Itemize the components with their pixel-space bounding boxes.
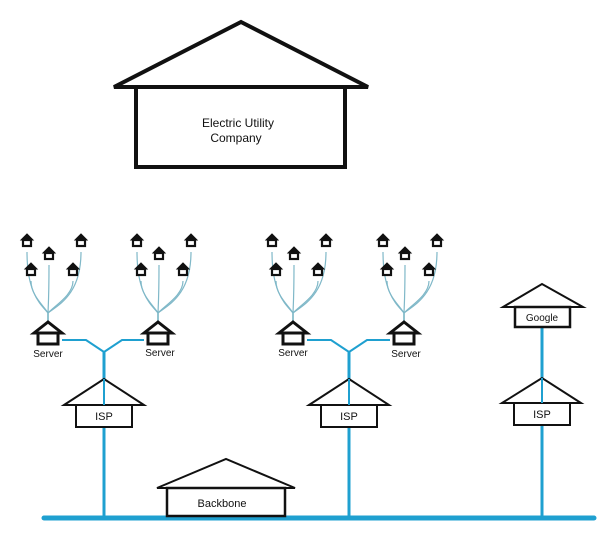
- home-wire: [26, 251, 49, 323]
- server-label: Server: [145, 348, 175, 359]
- google-body: [513, 305, 572, 329]
- backbone-label: Backbone: [198, 498, 247, 510]
- home-icon-body: [312, 267, 324, 277]
- home-icon-2: [151, 246, 167, 261]
- home-icon-body: [75, 238, 87, 248]
- home-icon-5: [310, 262, 326, 277]
- home-icon-1: [264, 233, 280, 248]
- google-building: Google: [499, 282, 587, 329]
- server-body: [392, 331, 416, 346]
- home-icon-body: [377, 238, 389, 248]
- home-wire: [30, 280, 49, 323]
- home-icon-body: [399, 251, 411, 261]
- server-link-right: [348, 339, 390, 353]
- home-wire: [157, 251, 192, 323]
- home-icon-3: [318, 233, 334, 248]
- home-icon-body: [431, 238, 443, 248]
- electric-utility-building: Electric Utility Company: [113, 19, 369, 169]
- home-wire: [403, 280, 430, 323]
- home-icon-1: [19, 233, 35, 248]
- backbone-building: Backbone: [156, 457, 296, 518]
- home-wire: [47, 280, 74, 323]
- home-icon-4: [379, 262, 395, 277]
- server-roof: [274, 320, 312, 335]
- isp-building-1: ISP: [60, 377, 148, 428]
- home-icon-2: [397, 246, 413, 261]
- home-icon-body: [67, 267, 79, 277]
- home-icon-body: [25, 267, 37, 277]
- home-icon-1: [375, 233, 391, 248]
- home-icon-body: [21, 238, 33, 248]
- home-icon-2: [41, 246, 57, 261]
- server-roof: [385, 320, 423, 335]
- server-1-2: Server: [129, 233, 199, 359]
- home-icon-4: [133, 262, 149, 277]
- server-label: Server: [278, 348, 308, 359]
- google-label: Google: [526, 313, 559, 324]
- isp-label: ISP: [95, 411, 113, 423]
- google-roof: [499, 282, 587, 308]
- isp-3-label: ISP: [533, 409, 551, 421]
- server-link-left: [62, 339, 105, 353]
- utility-label-line2: Company: [210, 131, 261, 145]
- home-icon-body: [177, 267, 189, 277]
- home-icon-body: [381, 267, 393, 277]
- home-icon-4: [268, 262, 284, 277]
- server-roof: [139, 320, 177, 335]
- isp-label: ISP: [340, 411, 358, 423]
- home-icon-body: [288, 251, 300, 261]
- home-icon-body: [153, 251, 165, 261]
- home-wire: [382, 251, 405, 323]
- server-2-1: Server: [264, 233, 334, 359]
- server-body: [146, 331, 170, 346]
- home-wire: [275, 280, 294, 323]
- home-icon-4: [23, 262, 39, 277]
- server-body: [281, 331, 305, 346]
- server-1-1: Server: [19, 233, 89, 360]
- home-icon-3: [183, 233, 199, 248]
- home-icon-5: [175, 262, 191, 277]
- home-wire: [136, 251, 159, 323]
- home-icon-1: [129, 233, 145, 248]
- home-wire: [140, 280, 159, 323]
- home-wire: [157, 280, 184, 323]
- home-icon-2: [286, 246, 302, 261]
- backbone-body: [165, 486, 287, 518]
- server-label: Server: [33, 349, 63, 360]
- server-roof: [29, 320, 67, 335]
- home-icon-3: [429, 233, 445, 248]
- utility-label-line1: Electric Utility: [202, 116, 274, 130]
- server-body: [36, 331, 60, 346]
- home-wire: [47, 251, 82, 323]
- home-icon-body: [320, 238, 332, 248]
- server-link-left: [307, 339, 350, 353]
- isp-building-3: ISP: [498, 376, 585, 426]
- home-icon-5: [421, 262, 437, 277]
- home-icon-body: [266, 238, 278, 248]
- home-icon-5: [65, 262, 81, 277]
- home-icon-body: [270, 267, 282, 277]
- server-2-2: Server: [375, 233, 445, 360]
- utility-body: [134, 85, 347, 169]
- home-wire: [292, 280, 319, 323]
- home-wire: [403, 251, 438, 323]
- home-icon-3: [73, 233, 89, 248]
- utility-roof: [113, 19, 369, 89]
- home-icon-body: [43, 251, 55, 261]
- home-icon-body: [423, 267, 435, 277]
- isp-building-2: ISP: [305, 377, 393, 428]
- home-icon-body: [135, 267, 147, 277]
- server-link-right: [103, 339, 144, 353]
- backbone-roof: [156, 457, 296, 489]
- home-wire: [292, 251, 327, 323]
- home-icon-body: [185, 238, 197, 248]
- home-icon-body: [131, 238, 143, 248]
- home-wire: [386, 280, 405, 323]
- home-wire: [271, 251, 294, 323]
- server-label: Server: [391, 349, 421, 360]
